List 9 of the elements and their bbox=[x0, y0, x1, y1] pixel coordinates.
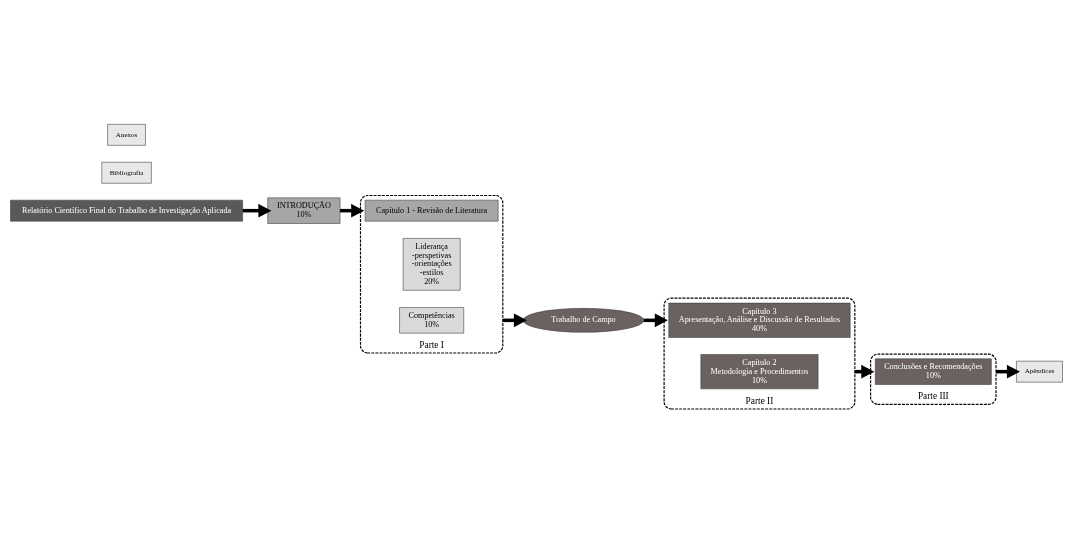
node-box: Capítulo 1 - Revisão de Literatura bbox=[364, 199, 499, 222]
node-box: INTRODUÇÃO 10% bbox=[267, 197, 341, 224]
node-box: Relatório Científico Final do Trabalho de Investigação Aplicada bbox=[10, 199, 243, 222]
node-box: Liderança -perspetivas -orientações -estilos 20% bbox=[402, 238, 461, 291]
node-box: Conclusões e Recomendações 10% bbox=[874, 358, 992, 385]
node-box: Competências 10% bbox=[399, 307, 465, 334]
node-ellipse: Trabalho de Campo bbox=[522, 308, 645, 333]
node-box: Capítulo 2 Metodologia e Procedimentos 10% bbox=[700, 354, 819, 390]
node-box: Capítulo 3 Apresentação, Análise e Discussão de Resultados 40% bbox=[668, 302, 851, 338]
